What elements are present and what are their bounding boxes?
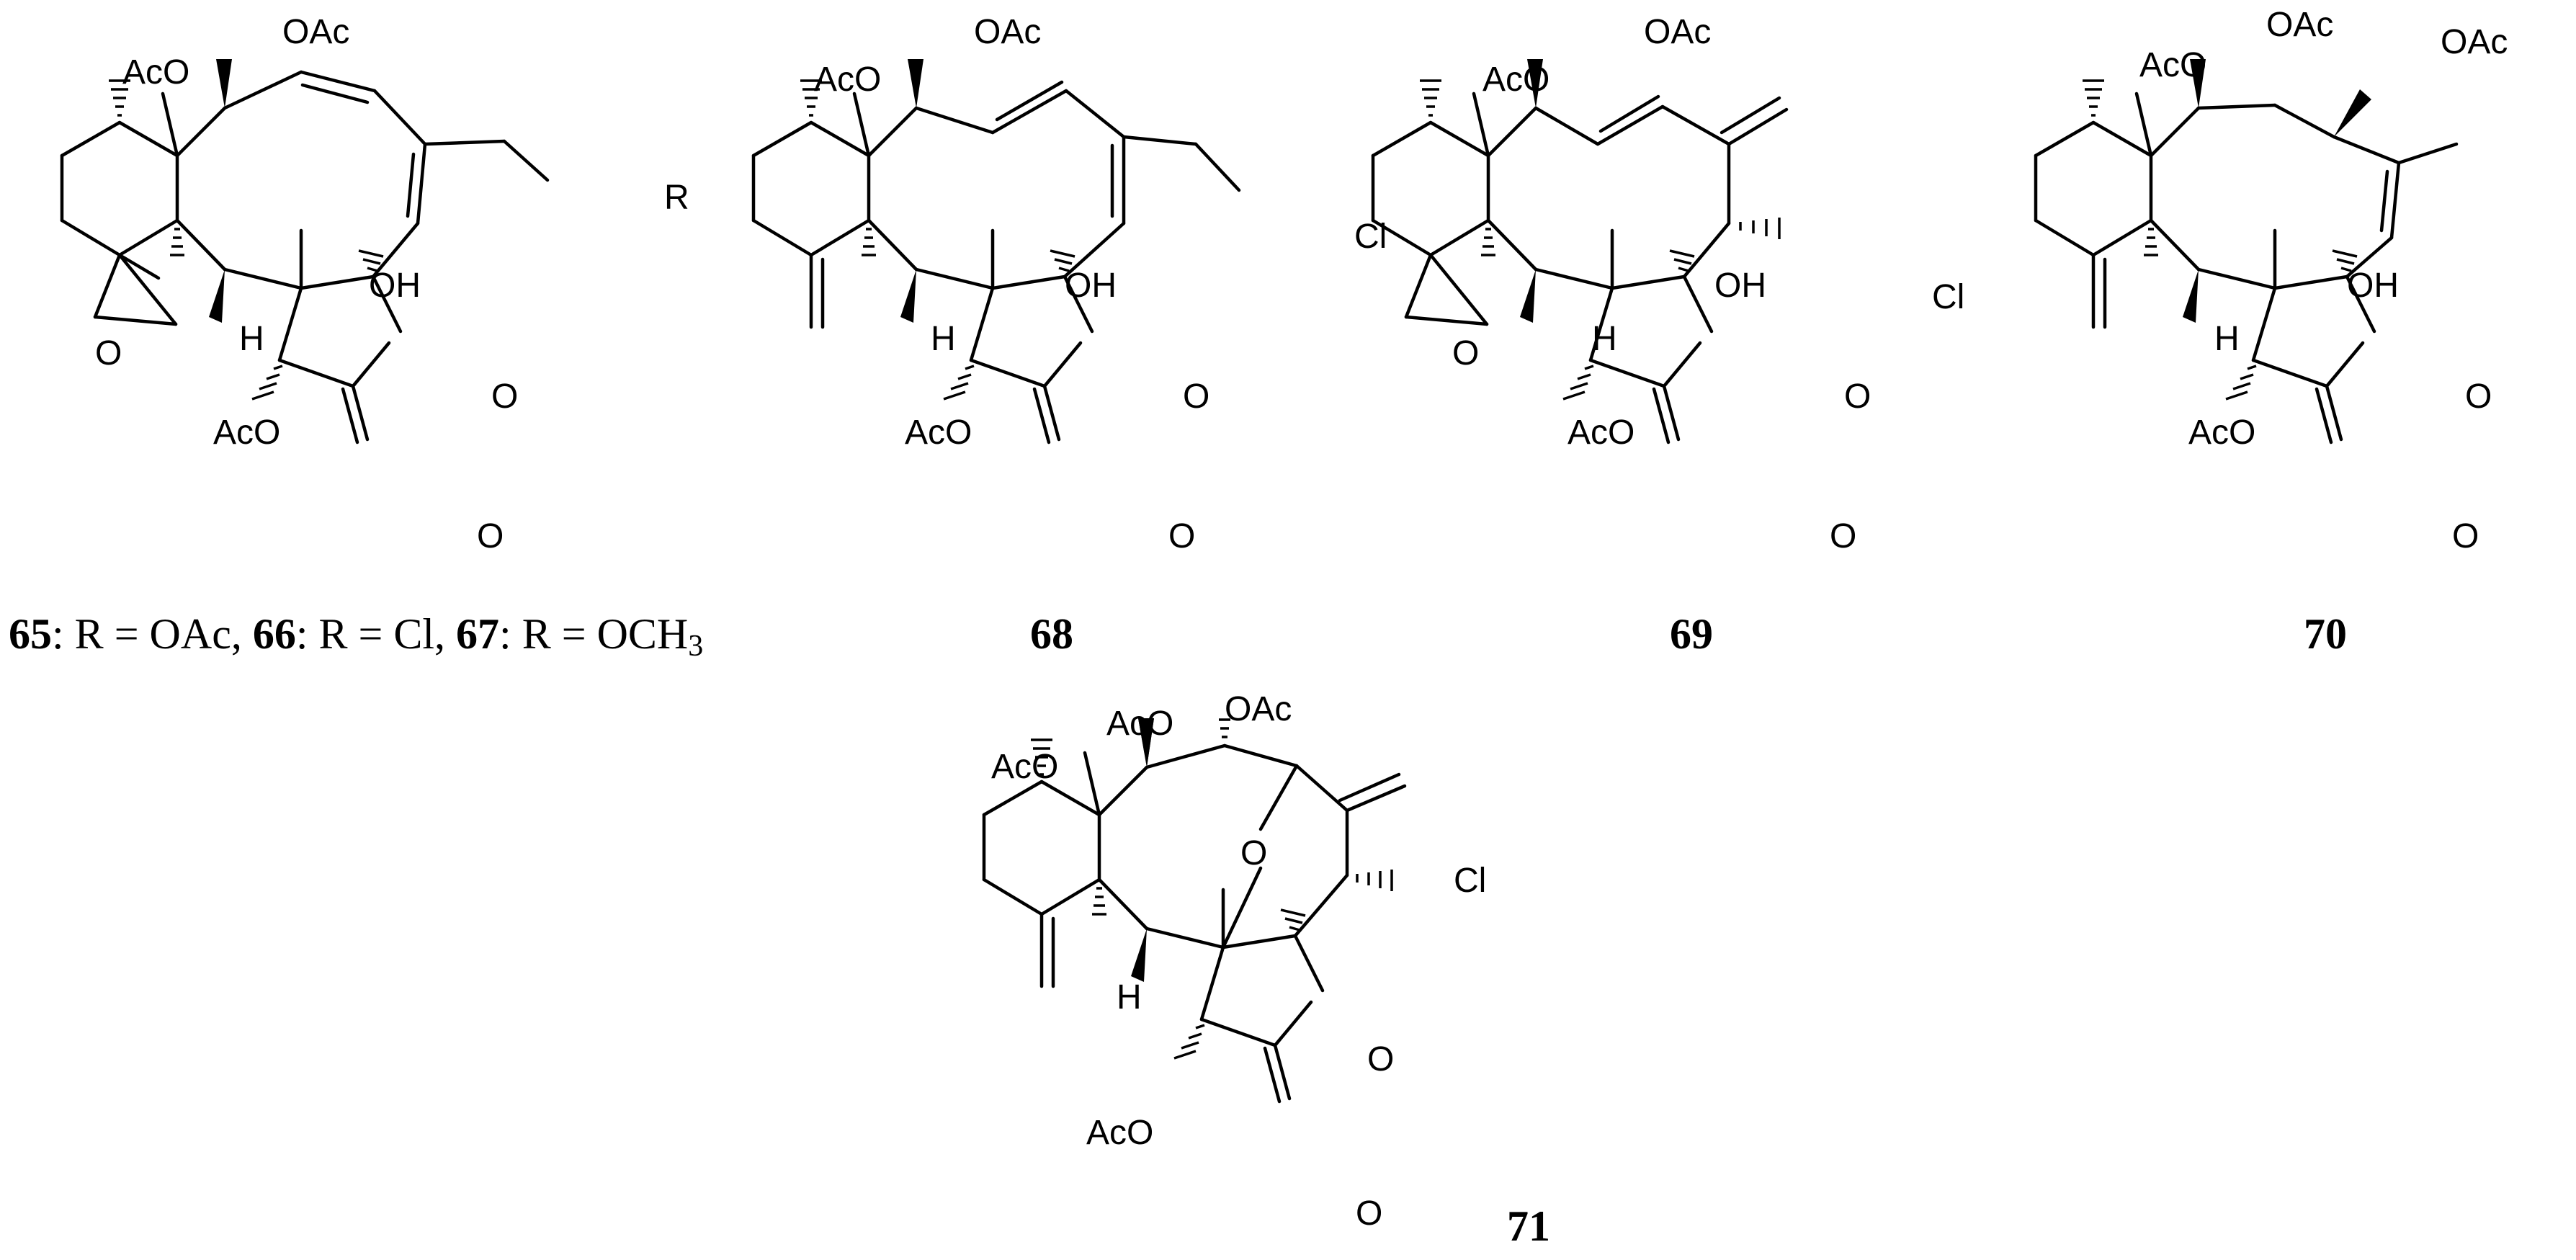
label-aco-lower: AcO	[1086, 1114, 1153, 1152]
label-oh: OH	[2347, 267, 2399, 305]
caption-65-67: 65: R = OAc, 66: R = Cl, 67: R = OCH3	[9, 610, 703, 663]
label-o-epoxide: O	[1452, 334, 1479, 372]
label-o-carbonyl: O	[1830, 517, 1856, 555]
labels-65: AcO OAc R OH H O O O AcO	[95, 13, 689, 555]
label-aco-lower: AcO	[905, 414, 972, 452]
label-o-lactone: O	[1844, 377, 1871, 416]
label-o-carbonyl: O	[477, 517, 504, 555]
label-o-carbonyl: O	[2452, 517, 2479, 555]
structure-70	[2036, 59, 2459, 442]
label-oh: OH	[1714, 267, 1766, 305]
label-cl: Cl	[1354, 218, 1387, 256]
label-h: H	[1592, 320, 1617, 358]
label-h: H	[239, 320, 264, 358]
structure-69	[1373, 59, 1789, 442]
label-cl: Cl	[1454, 862, 1486, 900]
label-o-carbonyl: O	[1356, 1194, 1382, 1233]
label-o-epoxide: O	[95, 334, 122, 372]
label-oac: OAc	[1225, 690, 1292, 728]
structure-71	[984, 718, 1407, 1102]
label-r: R	[664, 179, 689, 217]
label-aco: AcO	[1482, 61, 1549, 99]
label-aco: AcO	[122, 53, 189, 91]
label-o-bridge: O	[1240, 834, 1267, 872]
label-o-lactone: O	[2465, 377, 2492, 416]
label-oac: OAc	[282, 13, 349, 51]
labels-71: AcO AcO OAc O Cl H O O AcO	[991, 690, 1486, 1233]
label-aco-lower: AcO	[1567, 414, 1634, 452]
label-h: H	[2214, 320, 2240, 358]
caption-70: 70	[2304, 610, 2347, 658]
caption-68: 68	[1030, 610, 1073, 658]
label-cl: Cl	[1932, 278, 1964, 316]
label-oac: OAc	[1644, 13, 1711, 51]
label-oac-2: OAc	[2441, 23, 2508, 61]
label-aco-lower: AcO	[213, 414, 280, 452]
caption-69: 69	[1670, 610, 1713, 658]
label-o-lactone: O	[1183, 377, 1209, 416]
label-oac: OAc	[2266, 6, 2333, 44]
label-o-carbonyl: O	[1168, 517, 1195, 555]
labels-68: AcO OAc Cl OH H O O AcO	[814, 13, 1387, 555]
label-aco: AcO	[2139, 46, 2206, 84]
label-o-lactone: O	[1367, 1040, 1394, 1078]
label-aco: AcO	[991, 748, 1058, 786]
label-aco-upper: AcO	[1106, 705, 1173, 743]
label-oh: OH	[1065, 267, 1117, 305]
caption-71: 71	[1507, 1202, 1550, 1250]
label-aco-lower: AcO	[2188, 414, 2255, 452]
labels-70: AcO OAc OAc OH H O O AcO	[2139, 6, 2508, 555]
structure-68	[753, 59, 1241, 442]
label-h: H	[1117, 978, 1142, 1017]
label-oac: OAc	[974, 13, 1041, 51]
label-oh: OH	[369, 267, 421, 305]
label-o-lactone: O	[491, 377, 518, 416]
label-aco: AcO	[814, 61, 881, 99]
structure-65	[62, 59, 550, 442]
labels-69: AcO OAc Cl OH H O O O AcO	[1452, 13, 1964, 555]
label-h: H	[931, 320, 956, 358]
